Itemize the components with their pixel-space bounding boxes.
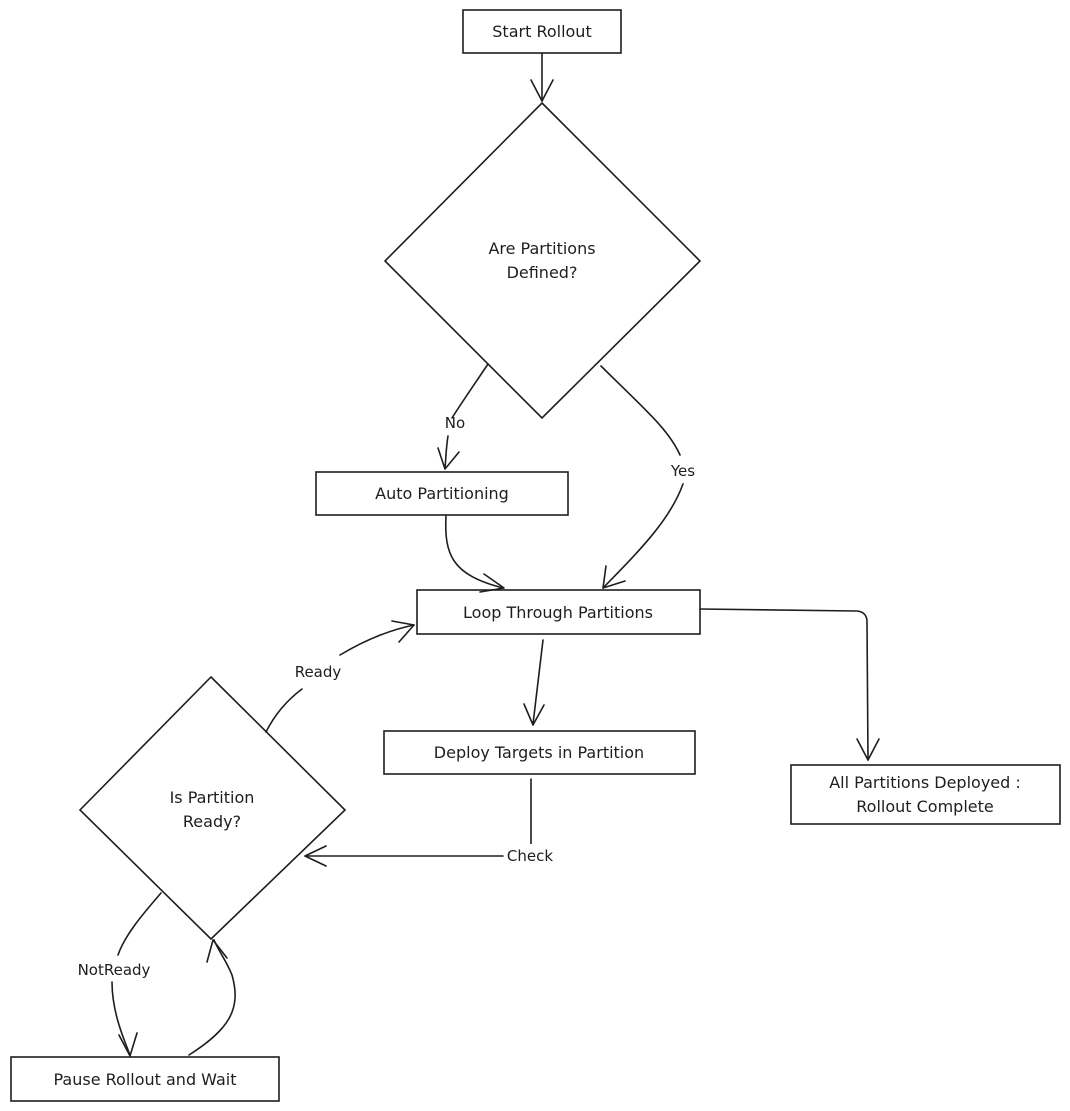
decision-partition-ready-label-line2: Ready? [183, 812, 241, 831]
decision-partitions-defined-label-line2: Defined? [507, 263, 578, 282]
node-pause-rollout: Pause Rollout and Wait [10, 1056, 280, 1102]
edge-deploy-check [304, 778, 532, 867]
edge-auto-to-loop [444, 514, 505, 593]
edge-defined-yes [600, 365, 684, 589]
edge-label-notready: NotReady [78, 961, 151, 979]
edge-start-to-defined [530, 52, 554, 102]
node-start-rollout: Start Rollout [462, 9, 622, 54]
decision-partition-ready-label-line1: Is Partition [170, 788, 255, 807]
node-deploy-targets: Deploy Targets in Partition [383, 730, 696, 775]
node-auto-partitioning: Auto Partitioning [315, 471, 569, 516]
node-deploy-targets-label: Deploy Targets in Partition [434, 743, 644, 762]
edge-ready-notready [111, 892, 162, 1057]
edge-label-check-text: Check [507, 847, 553, 865]
edge-ready-to-loop [265, 620, 415, 733]
edge-label-ready-text: Ready [295, 663, 342, 681]
decision-partition-ready: Is Partition Ready? [78, 675, 347, 941]
node-pause-rollout-label: Pause Rollout and Wait [53, 1070, 236, 1089]
edge-label-notready-text: NotReady [78, 961, 151, 979]
node-auto-partitioning-label: Auto Partitioning [375, 484, 509, 503]
node-rollout-complete: All Partitions Deployed : Rollout Comple… [790, 764, 1061, 825]
edge-label-yes: Yes [670, 462, 695, 480]
edge-defined-no [437, 363, 489, 470]
edge-label-yes-text: Yes [670, 462, 695, 480]
node-loop-partitions: Loop Through Partitions [416, 589, 701, 635]
decision-partitions-defined-label-line1: Are Partitions [488, 239, 595, 258]
edge-label-ready: Ready [295, 663, 342, 681]
decision-partitions-defined: Are Partitions Defined? [383, 101, 702, 420]
edge-pause-to-ready [188, 939, 236, 1056]
edge-label-no: No [445, 414, 465, 432]
edge-label-check: Check [505, 844, 557, 866]
edge-label-no-text: No [445, 414, 465, 432]
edge-loop-to-deploy [523, 639, 545, 726]
node-start-rollout-label: Start Rollout [492, 22, 591, 41]
node-rollout-complete-label-line1: All Partitions Deployed : [829, 773, 1021, 792]
edge-loop-to-complete [699, 608, 880, 761]
node-loop-partitions-label: Loop Through Partitions [463, 603, 653, 622]
node-rollout-complete-label-line2: Rollout Complete [856, 797, 993, 816]
